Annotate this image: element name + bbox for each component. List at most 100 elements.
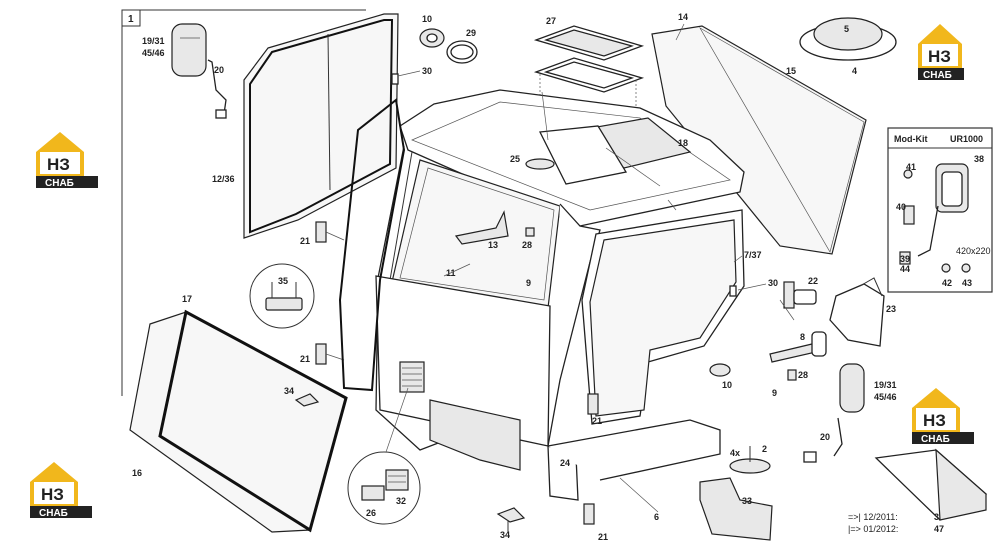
callout-28-b: 28 — [798, 370, 808, 380]
logo-word: СНАБ — [921, 434, 950, 445]
callout-9-a: 9 — [526, 278, 531, 288]
logo-letters: НЗ — [928, 47, 951, 66]
callout-21-c: 21 — [592, 416, 602, 426]
brand-logo-left-top: НЗ СНАБ — [36, 132, 98, 189]
callout-10-b: 10 — [722, 380, 732, 390]
callout-32: 32 — [396, 496, 406, 506]
callout-14: 14 — [678, 12, 688, 22]
frame-number-label: 1 — [128, 14, 134, 25]
hinge-part-d — [583, 503, 595, 525]
clip-part-28a — [525, 227, 535, 237]
roof-vent-part — [799, 17, 897, 61]
callout-30-b: 30 — [768, 278, 778, 288]
callout-12-36: 12/36 — [212, 174, 235, 184]
vent-grille — [399, 361, 425, 393]
hinge-part-b — [315, 343, 345, 365]
logo-word: СНАБ — [923, 70, 952, 81]
detail-circle-26-32 — [347, 451, 421, 525]
mirror-right-part — [803, 363, 865, 463]
footnote-line1-prefix: =>| 12/2011: — [848, 512, 898, 522]
footnote: =>| 12/2011: 3 |=> 01/2012: 47 — [848, 512, 944, 534]
callout-9-b: 9 — [772, 388, 777, 398]
callout-6: 6 — [654, 512, 659, 522]
callout-21-b: 21 — [300, 354, 310, 364]
callout-26: 26 — [366, 508, 376, 518]
callout-7-37: 7/37 — [744, 250, 762, 260]
callout-10-top: 10 — [422, 14, 432, 24]
latch-part-34a — [294, 393, 320, 407]
interior-handle-part — [454, 210, 509, 245]
interior-mirror-part — [829, 277, 885, 347]
logo-letters: НЗ — [923, 411, 946, 430]
rear-glass-part — [651, 25, 867, 255]
callout-8: 8 — [800, 332, 805, 342]
mount-part — [729, 446, 771, 474]
modkit-model: UR1000 — [950, 134, 983, 144]
callout-17: 17 — [182, 294, 192, 304]
mirror-left-part — [171, 23, 227, 119]
callout-29: 29 — [466, 28, 476, 38]
hinge-part-a — [315, 221, 345, 243]
footnote-line2-prefix: |=> 01/2012: — [848, 524, 898, 534]
leader-lines — [443, 91, 795, 321]
clip-part-28b — [787, 369, 797, 381]
callout-5: 5 — [844, 24, 849, 34]
callout-24: 24 — [560, 458, 570, 468]
callout-21-d: 21 — [598, 532, 608, 542]
callout-19-31-b: 19/31 — [874, 380, 897, 390]
assembly-frame: 1 — [121, 9, 366, 396]
brand-logo-left-bottom: НЗ СНАБ — [30, 462, 92, 519]
detail-circle-35 — [249, 263, 315, 329]
mirror-bracket-part — [783, 281, 817, 309]
latch-part-34b — [496, 507, 526, 532]
callout-22: 22 — [808, 276, 818, 286]
callout-45-46-b: 45/46 — [874, 392, 897, 402]
clip-part-30b — [729, 285, 737, 297]
cab-body-part — [375, 89, 745, 501]
callout-4: 4 — [852, 66, 857, 76]
callout-4x: 4x — [730, 448, 740, 458]
callout-13: 13 — [488, 240, 498, 250]
callout-20: 20 — [214, 65, 224, 75]
door-seal-part — [338, 98, 406, 392]
callout-16: 16 — [132, 468, 142, 478]
callout-30-top: 30 — [422, 66, 432, 76]
logo-word: СНАБ — [45, 178, 74, 189]
modkit-label-39: 39 — [900, 254, 910, 264]
callout-23: 23 — [886, 304, 896, 314]
side-glass-part — [129, 309, 348, 533]
logo-letters: НЗ — [41, 485, 64, 504]
modkit-label-43: 43 — [962, 278, 972, 288]
modkit-label-44: 44 — [900, 264, 910, 274]
callout-34-a: 34 — [284, 386, 294, 396]
modkit-title: Mod-Kit — [894, 134, 928, 144]
door-window-frame-part — [243, 13, 399, 239]
modkit-label-38: 38 — [974, 154, 984, 164]
brand-logo-right-middle: НЗ СНАБ — [912, 388, 974, 445]
callout-15: 15 — [786, 66, 796, 76]
hinge-part-c — [587, 393, 599, 415]
modkit-label-40: 40 — [896, 202, 906, 212]
bracket-part-33 — [699, 477, 773, 541]
callout-27: 27 — [546, 16, 556, 26]
modkit-size: 420x220 — [956, 246, 991, 256]
callout-33: 33 — [742, 496, 752, 506]
brand-logo-top-right: НЗ СНАБ — [918, 24, 964, 81]
handle-knob-part — [419, 28, 445, 48]
callout-35: 35 — [278, 276, 288, 286]
callout-34-b: 34 — [500, 530, 510, 540]
roof-hatch-part — [533, 25, 645, 140]
callout-2: 2 — [762, 444, 767, 454]
callout-28-a: 28 — [522, 240, 532, 250]
logo-word: СНАБ — [39, 508, 68, 519]
logo-letters: НЗ — [47, 155, 70, 174]
callout-18: 18 — [678, 138, 688, 148]
callout-19-31: 19/31 — [142, 36, 165, 46]
seal-ring-part — [446, 40, 478, 64]
modkit-label-42: 42 — [942, 278, 952, 288]
modkit-box: Mod-Kit UR1000 41 38 40 39 44 42 43 420x… — [887, 127, 993, 293]
callout-45-46: 45/46 — [142, 48, 165, 58]
callout-20-b: 20 — [820, 432, 830, 442]
footnote-line2-value: 47 — [934, 524, 944, 534]
